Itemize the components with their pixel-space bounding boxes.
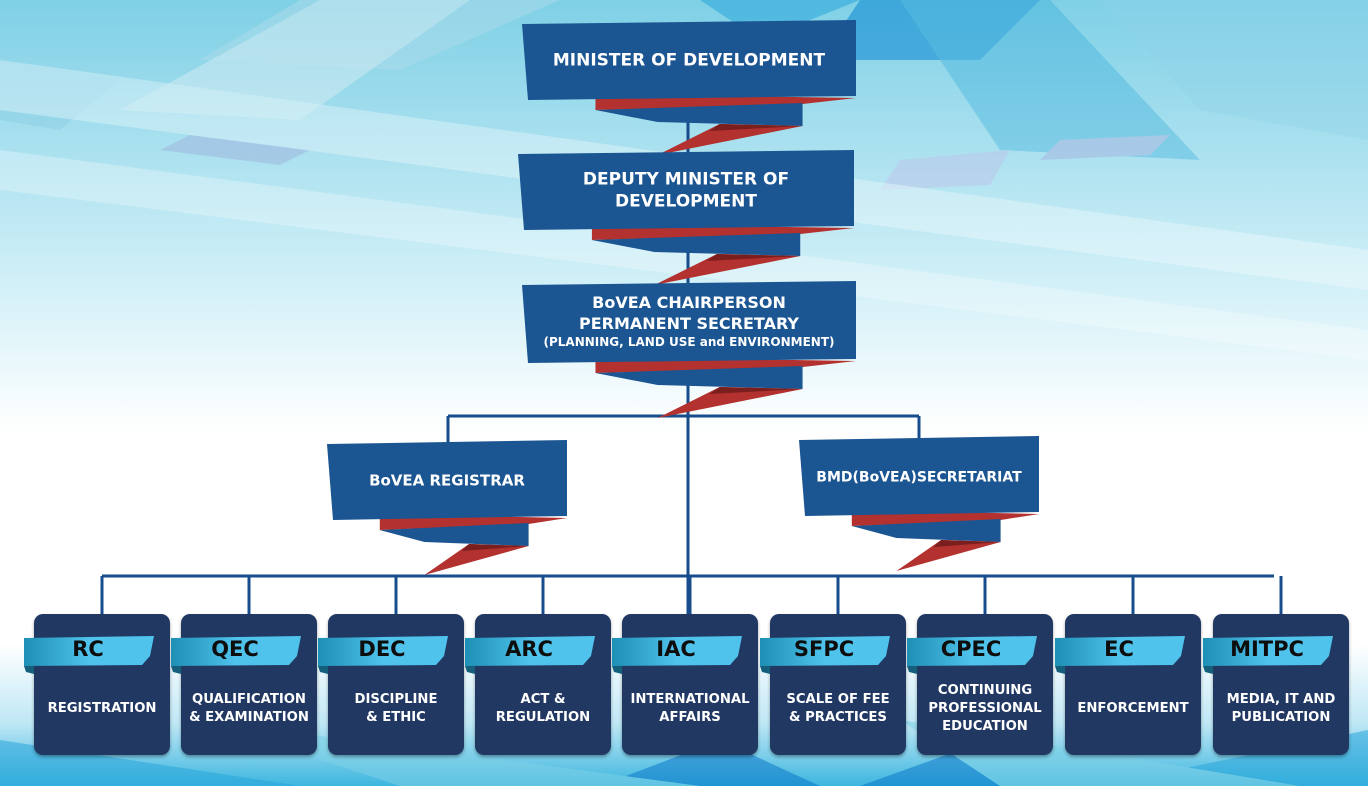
ribbon-tail: [654, 254, 801, 285]
ribbons-layer: MINISTER OF DEVELOPMENT DEPUTY MINISTER O…: [327, 20, 1039, 575]
committee-name: ENFORCEMENT: [1077, 701, 1189, 716]
committee-code: CPEC: [940, 637, 1002, 661]
committee-name: INTERNATIONAL AFFAIRS: [630, 692, 750, 725]
committee-name: ACT & REGULATION: [495, 692, 591, 725]
committee-tab: ARC: [465, 634, 599, 674]
committee-card-arc[interactable]: ARC ACT & REGULATION: [465, 614, 611, 755]
box-chairperson[interactable]: BoVEA CHAIRPERSON PERMANENT SECRETARY (PLA…: [522, 281, 856, 418]
committee-tab: SFPC: [760, 634, 894, 674]
ribbon-banner: [522, 20, 856, 100]
box-chairperson-label: PERMANENT SECRETARY: [579, 314, 799, 333]
ribbon-tail: [896, 540, 1001, 571]
ribbon-fold-blue: [595, 103, 803, 126]
committee-card-mitpc[interactable]: MITPC MEDIA, IT AND PUBLICATION: [1203, 614, 1349, 755]
committee-name: MEDIA, IT AND PUBLICATION: [1226, 692, 1336, 725]
committee-code: MITPC: [1230, 637, 1304, 661]
committee-code: RC: [72, 637, 104, 661]
box-deputy-label: DEPUTY MINISTER OF: [583, 170, 789, 190]
committee-name: DISCIPLINE & ETHIC: [354, 692, 438, 725]
ribbon-tail: [657, 124, 803, 155]
box-minister[interactable]: MINISTER OF DEVELOPMENT: [522, 20, 856, 155]
committee-tab: CPEC: [907, 634, 1041, 674]
box-chairperson-sublabel: (PLANNING, LAND USE and ENVIRONMENT): [543, 335, 834, 349]
committee-name: SCALE OF FEE & PRACTICES: [786, 692, 890, 725]
committee-code: IAC: [656, 637, 696, 661]
ribbon-banner: [522, 281, 856, 363]
committee-tab: MITPC: [1203, 634, 1337, 674]
committee-card-qec[interactable]: QEC QUALIFICATION & EXAMINATION: [171, 614, 317, 755]
ribbon-tail-shadow: [706, 254, 801, 261]
ribbon-tail-shadow: [709, 387, 803, 394]
box-registrar-label: BoVEA REGISTRAR: [369, 472, 525, 490]
ribbon-banner: [799, 436, 1039, 516]
committee-card-dec[interactable]: DEC DISCIPLINE & ETHIC: [318, 614, 464, 755]
committee-tab: DEC: [318, 634, 452, 674]
box-registrar[interactable]: BoVEA REGISTRAR: [327, 440, 567, 575]
ribbon-tail-shadow: [933, 540, 1001, 547]
committee-tab: IAC: [612, 634, 746, 674]
box-deputy-label: DEVELOPMENT: [615, 192, 757, 212]
committee-card-sfpc[interactable]: SFPC SCALE OF FEE & PRACTICES: [760, 614, 906, 755]
ribbon-tail-shadow: [461, 544, 529, 551]
box-chairperson-label: BoVEA CHAIRPERSON: [592, 293, 786, 312]
committee-card-rc[interactable]: RC REGISTRATION: [24, 614, 170, 755]
committee-name: QUALIFICATION & EXAMINATION: [189, 692, 309, 725]
committee-code: EC: [1104, 637, 1134, 661]
ribbon-fold-blue: [379, 523, 529, 546]
committee-name: CONTINUING PROFESSIONAL EDUCATION: [928, 683, 1042, 734]
committee-code: QEC: [211, 637, 259, 661]
ribbon-banner: [327, 440, 567, 520]
ribbon-fold-blue: [591, 233, 801, 256]
box-minister-label: MINISTER OF DEVELOPMENT: [553, 51, 826, 71]
committee-tab: EC: [1055, 634, 1189, 674]
committee-tab: RC: [24, 634, 158, 674]
committee-code: SFPC: [793, 637, 855, 661]
committee-code: DEC: [358, 637, 406, 661]
ribbon-fold-blue: [595, 366, 803, 389]
ribbon-tail-shadow: [709, 124, 803, 131]
ribbon-fold-blue: [851, 519, 1001, 542]
box-secretariat-label: BMD(BoVEA)SECRETARIAT: [816, 470, 1022, 486]
ribbon-tail: [657, 387, 803, 418]
ribbon-banner: [518, 150, 854, 230]
ribbon-tail: [424, 544, 529, 575]
box-secretariat[interactable]: BMD(BoVEA)SECRETARIAT: [799, 436, 1039, 571]
committee-card-iac[interactable]: IAC INTERNATIONAL AFFAIRS: [612, 614, 758, 755]
committee-tab: QEC: [171, 634, 305, 674]
committee-card-cpec[interactable]: CPEC CONTINUING PROFESSIONAL EDUCATION: [907, 614, 1053, 755]
committee-card-ec[interactable]: EC ENFORCEMENT: [1055, 614, 1201, 755]
committee-name: REGISTRATION: [47, 701, 157, 716]
committee-code: ARC: [505, 637, 553, 661]
